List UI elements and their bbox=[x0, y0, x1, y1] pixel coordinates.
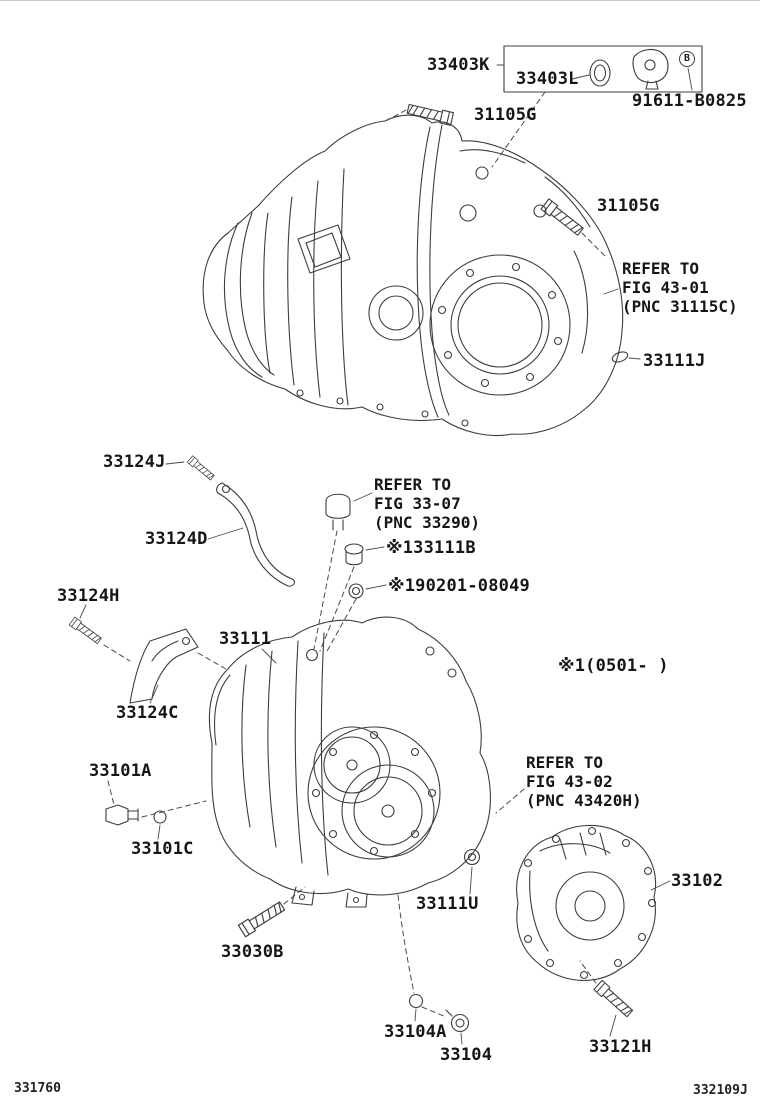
bolt-33124h bbox=[68, 616, 103, 646]
oring-33101c bbox=[153, 810, 167, 824]
transaxle-case-cover-drawing bbox=[516, 824, 657, 981]
part-label-33111b[interactable]: ※133111B bbox=[386, 538, 476, 558]
part-label-33124d[interactable]: 33124D bbox=[145, 529, 208, 549]
fastener-symbol-b: B bbox=[679, 51, 695, 67]
applicability-note: ※1(0501- ) bbox=[558, 656, 669, 676]
part-label-33111j[interactable]: 33111J bbox=[643, 351, 706, 371]
part-label-33104[interactable]: 33104 bbox=[440, 1045, 493, 1065]
refer-note-line: (PNC 43420H) bbox=[526, 791, 642, 810]
part-label-33124h[interactable]: 33124H bbox=[57, 586, 120, 606]
refer-note-line: REFER TO bbox=[374, 475, 452, 494]
bracket-33124c bbox=[129, 628, 199, 704]
part-label-90201-08049[interactable]: ※190201-08049 bbox=[388, 576, 530, 596]
part-label-33102[interactable]: 33102 bbox=[671, 871, 724, 891]
plug-33111b bbox=[344, 543, 364, 566]
label-pointer-lines bbox=[79, 64, 693, 1045]
refer-note-line: FIG 33-07 bbox=[374, 494, 461, 513]
part-label-31105g-side[interactable]: 31105G bbox=[597, 196, 660, 216]
refer-note-line: (PNC 31115C) bbox=[622, 297, 738, 316]
part-label-33121h[interactable]: 33121H bbox=[589, 1037, 652, 1057]
part-label-33111[interactable]: 33111 bbox=[219, 629, 272, 649]
transmission-case-drawing bbox=[208, 616, 491, 908]
plug-33104 bbox=[445, 1009, 470, 1033]
part-label-33111u[interactable]: 33111U bbox=[416, 894, 479, 914]
bolt-33124j bbox=[186, 455, 216, 482]
refer-note-fig-33-07[interactable]: REFER TO FIG 33-07 (PNC 33290) bbox=[374, 475, 480, 532]
refer-note-line: FIG 43-02 bbox=[526, 772, 613, 791]
figure-code-left: 331760 bbox=[14, 1081, 61, 1096]
refer-note-line: REFER TO bbox=[622, 259, 700, 278]
dowel-pin-33111j bbox=[611, 351, 629, 363]
refer-note-line: (PNC 33290) bbox=[374, 513, 480, 532]
figure-code-right: 332109J bbox=[693, 1083, 748, 1098]
transaxle-assembly-drawing bbox=[202, 114, 624, 437]
part-label-33403k[interactable]: 33403K bbox=[427, 55, 490, 75]
refer-note-fig-43-02[interactable]: REFER TO FIG 43-02 (PNC 43420H) bbox=[526, 753, 642, 810]
breather-plug-33290 bbox=[325, 493, 351, 531]
bearing-33111u bbox=[463, 848, 481, 866]
part-label-91611-b0825[interactable]: 91611-B0825 bbox=[632, 91, 747, 111]
ball-33104a bbox=[408, 993, 424, 1009]
gasket-90201 bbox=[348, 583, 364, 599]
refer-note-line: REFER TO bbox=[526, 753, 604, 772]
speed-sensor-parts-box bbox=[503, 45, 703, 93]
bolt-33121h bbox=[593, 979, 635, 1019]
part-label-31105g-top[interactable]: 31105G bbox=[474, 105, 537, 125]
part-label-33403l[interactable]: 33403L bbox=[516, 69, 579, 89]
leader-lines bbox=[103, 91, 607, 1018]
part-label-33101a[interactable]: 33101A bbox=[89, 761, 152, 781]
bolt-31105g-side bbox=[540, 198, 586, 238]
part-label-33124c[interactable]: 33124C bbox=[116, 703, 179, 723]
part-label-33104a[interactable]: 33104A bbox=[384, 1022, 447, 1042]
bolt-33030b bbox=[237, 899, 287, 938]
part-label-33124j[interactable]: 33124J bbox=[103, 452, 166, 472]
part-label-33101c[interactable]: 33101C bbox=[131, 839, 194, 859]
refer-note-line: FIG 43-01 bbox=[622, 278, 709, 297]
part-label-33030b[interactable]: 33030B bbox=[221, 942, 284, 962]
refer-note-fig-43-01[interactable]: REFER TO FIG 43-01 (PNC 31115C) bbox=[622, 259, 738, 316]
plug-33101a bbox=[105, 804, 139, 826]
bracket-33124d bbox=[216, 482, 296, 587]
